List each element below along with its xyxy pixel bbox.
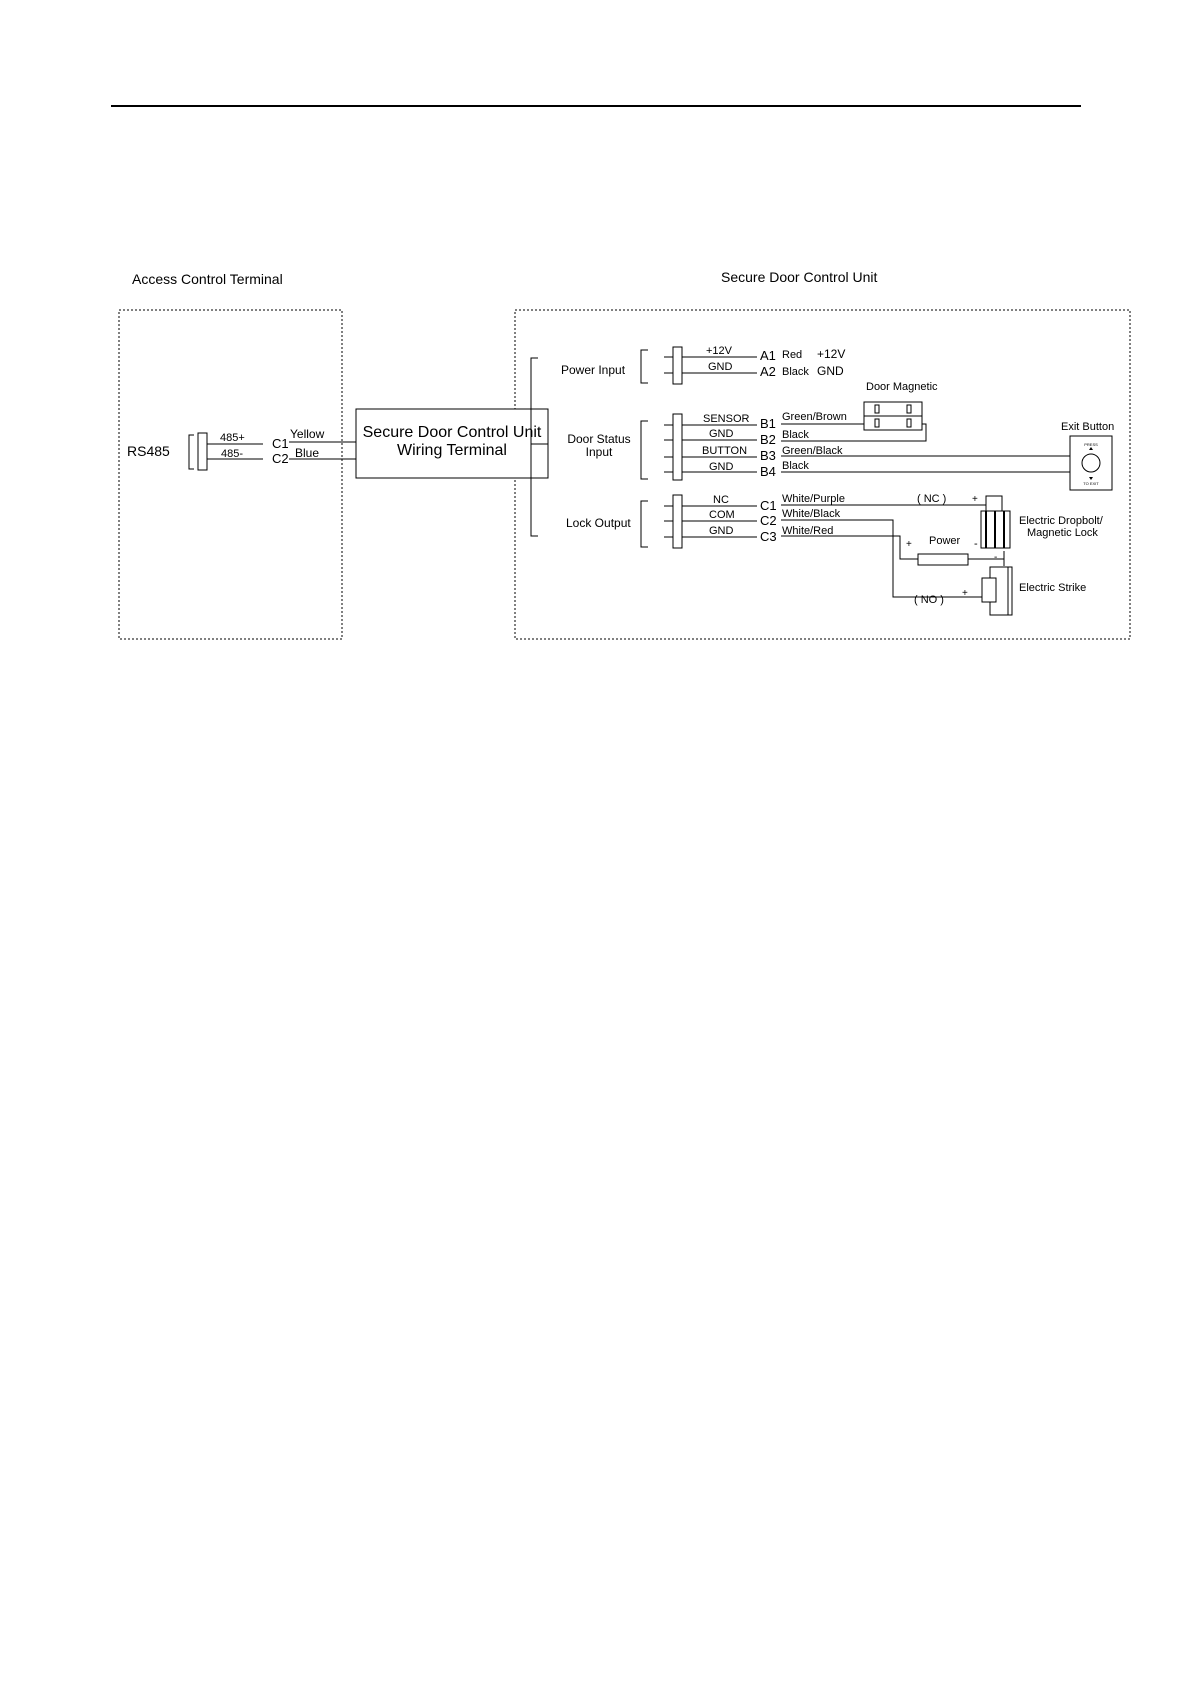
- power-dest1: +12V: [817, 347, 845, 361]
- wiring-terminal-line1: Secure Door Control Unit: [363, 424, 542, 441]
- dropbolt-minus: -: [994, 552, 997, 563]
- rs485-plus-pin: 485+: [220, 432, 245, 444]
- power-term-a1: A1: [760, 348, 776, 363]
- power-pin1: +12V: [706, 345, 733, 357]
- ds-pin-1: SENSOR: [703, 413, 750, 425]
- access-control-terminal-panel: [118, 309, 343, 640]
- power-term-a2: A2: [760, 364, 776, 379]
- rs485-label: RS485: [127, 443, 170, 459]
- lo-wire-color-2: White/Black: [782, 508, 841, 520]
- dropbolt-plus: +: [972, 494, 978, 505]
- lock-output-connector: [672, 494, 683, 549]
- power-minus: -: [974, 538, 978, 550]
- rs485-section: RS485 485+ 485- C1 C2 Yellow Blue: [127, 427, 356, 471]
- ds-term-b3: B3: [760, 448, 776, 463]
- lo-pin-2: COM: [709, 509, 735, 521]
- electric-strike-icon: [981, 566, 1013, 616]
- blue-wire-label: Blue: [295, 446, 319, 460]
- ds-pin-3: BUTTON: [702, 445, 747, 457]
- power-plus: +: [906, 539, 912, 550]
- lo-term-c2: C2: [760, 513, 777, 528]
- nc-label: ( NC ): [917, 493, 946, 505]
- wiring-terminal-line2: Wiring Terminal: [397, 442, 507, 459]
- dropbolt-magnetic-lock-icon: [980, 510, 1011, 549]
- dropbolt-top: [985, 495, 1003, 512]
- lo-pin-3: GND: [709, 525, 734, 537]
- dropbolt-label-1: Electric Dropbolt/: [1019, 515, 1104, 527]
- door-status-label-1: Door Status: [567, 432, 630, 446]
- electric-strike-label: Electric Strike: [1019, 582, 1086, 594]
- secure-door-control-unit-title: Secure Door Control Unit: [721, 269, 878, 285]
- lo-term-c3: C3: [760, 529, 777, 544]
- power-supply-wire: [968, 551, 1005, 560]
- rs485-term-c1: C1: [272, 436, 289, 451]
- ds-term-b1: B1: [760, 416, 776, 431]
- power-input-label: Power Input: [561, 363, 626, 377]
- strike-plus: +: [962, 588, 968, 599]
- yellow-wire-label: Yellow: [290, 427, 325, 441]
- dropbolt-label-2: Magnetic Lock: [1027, 527, 1098, 539]
- rs485-minus-pin: 485-: [221, 448, 243, 460]
- ds-pin-2: GND: [709, 428, 734, 440]
- lock-output-bracket: [640, 500, 648, 548]
- door-magnetic-icon: [863, 401, 923, 431]
- rs485-term-c2: C2: [272, 451, 289, 466]
- exit-press-text: PRESS: [1084, 442, 1098, 447]
- door-status-label-2: Input: [586, 445, 613, 459]
- ds-wire-color-2: Black: [782, 429, 809, 441]
- power-input-bracket: [640, 349, 648, 384]
- ds-term-b4: B4: [760, 464, 776, 479]
- no-label: ( NO ): [914, 594, 944, 606]
- exit-to-text: TO EXIT: [1083, 481, 1099, 486]
- dropbolt-lead: [972, 504, 987, 511]
- lock-output-section: Lock Output NC COM GND C1 C2 C3 White/Pu…: [566, 493, 1104, 616]
- b2-black-wire: [781, 423, 927, 442]
- power-input-connector: [672, 346, 683, 385]
- exit-button-icon: PRESS TO EXIT: [1069, 435, 1113, 491]
- lock-output-label: Lock Output: [566, 516, 631, 530]
- ds-term-b2: B2: [760, 432, 776, 447]
- access-control-terminal-title: Access Control Terminal: [132, 271, 283, 287]
- door-magnetic-label: Door Magnetic: [866, 381, 938, 393]
- white-black-wire: [781, 519, 990, 598]
- exit-button-label: Exit Button: [1061, 421, 1114, 433]
- door-status-connector: [672, 413, 683, 481]
- ds-wire-color-4: Black: [782, 460, 809, 472]
- lo-wire-color-1: White/Purple: [782, 493, 845, 505]
- ds-pin-4: GND: [709, 461, 734, 473]
- power-pin2: GND: [708, 361, 733, 373]
- ds-wire-color-1: Green/Brown: [782, 411, 847, 423]
- wiring-terminal: Secure Door Control Unit Wiring Terminal: [355, 357, 549, 537]
- white-red-wire: [781, 535, 918, 560]
- trunk-bracket: [530, 357, 538, 537]
- power-dest2: GND: [817, 364, 844, 378]
- lo-wire-color-3: White/Red: [782, 525, 833, 537]
- power-input-section: Power Input +12V GND A1 A2 Red Black +12…: [561, 345, 845, 385]
- lo-term-c1: C1: [760, 498, 777, 513]
- door-status-section: Door Status Input SENSOR GND BUTTON GND …: [567, 381, 1114, 491]
- rs485-connector: [197, 432, 208, 471]
- power-wire1-color: Red: [782, 349, 802, 361]
- power-supply-label: Power: [929, 535, 961, 547]
- door-status-bracket: [640, 420, 648, 480]
- lo-pin-1: NC: [713, 494, 729, 506]
- power-supply-icon: [917, 553, 969, 566]
- ds-wire-color-3: Green/Black: [782, 445, 843, 457]
- wiring-terminal-box: [355, 408, 549, 479]
- rs485-bracket: [188, 434, 194, 470]
- power-wire2-color: Black: [782, 366, 809, 378]
